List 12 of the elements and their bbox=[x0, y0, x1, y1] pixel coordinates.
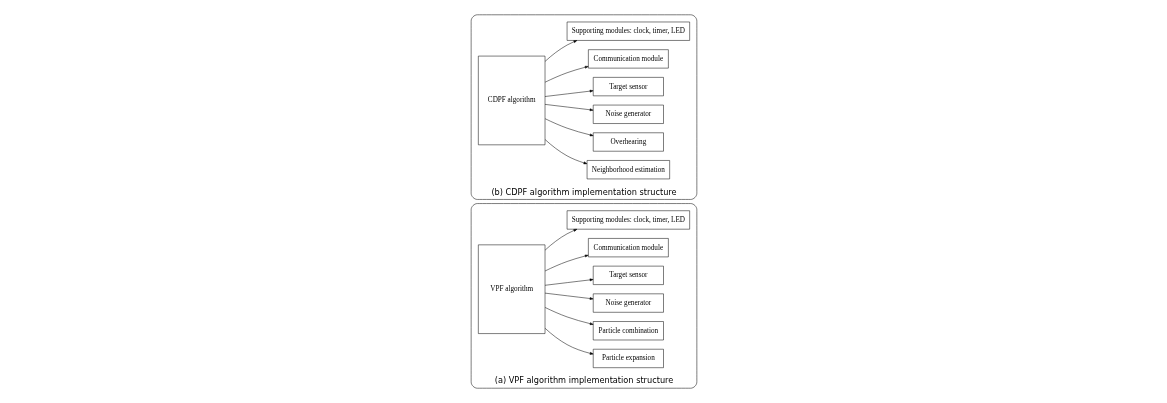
arrow bbox=[544, 307, 593, 325]
arrow bbox=[544, 40, 577, 62]
arrow bbox=[544, 228, 577, 251]
arrow bbox=[544, 278, 593, 286]
arrow bbox=[544, 89, 593, 97]
arrow bbox=[544, 328, 593, 355]
arrow bbox=[544, 104, 593, 112]
arrow bbox=[544, 118, 593, 137]
arrow bbox=[544, 254, 588, 272]
arrow bbox=[544, 139, 587, 165]
arrow bbox=[544, 292, 593, 300]
arrow bbox=[544, 65, 588, 83]
